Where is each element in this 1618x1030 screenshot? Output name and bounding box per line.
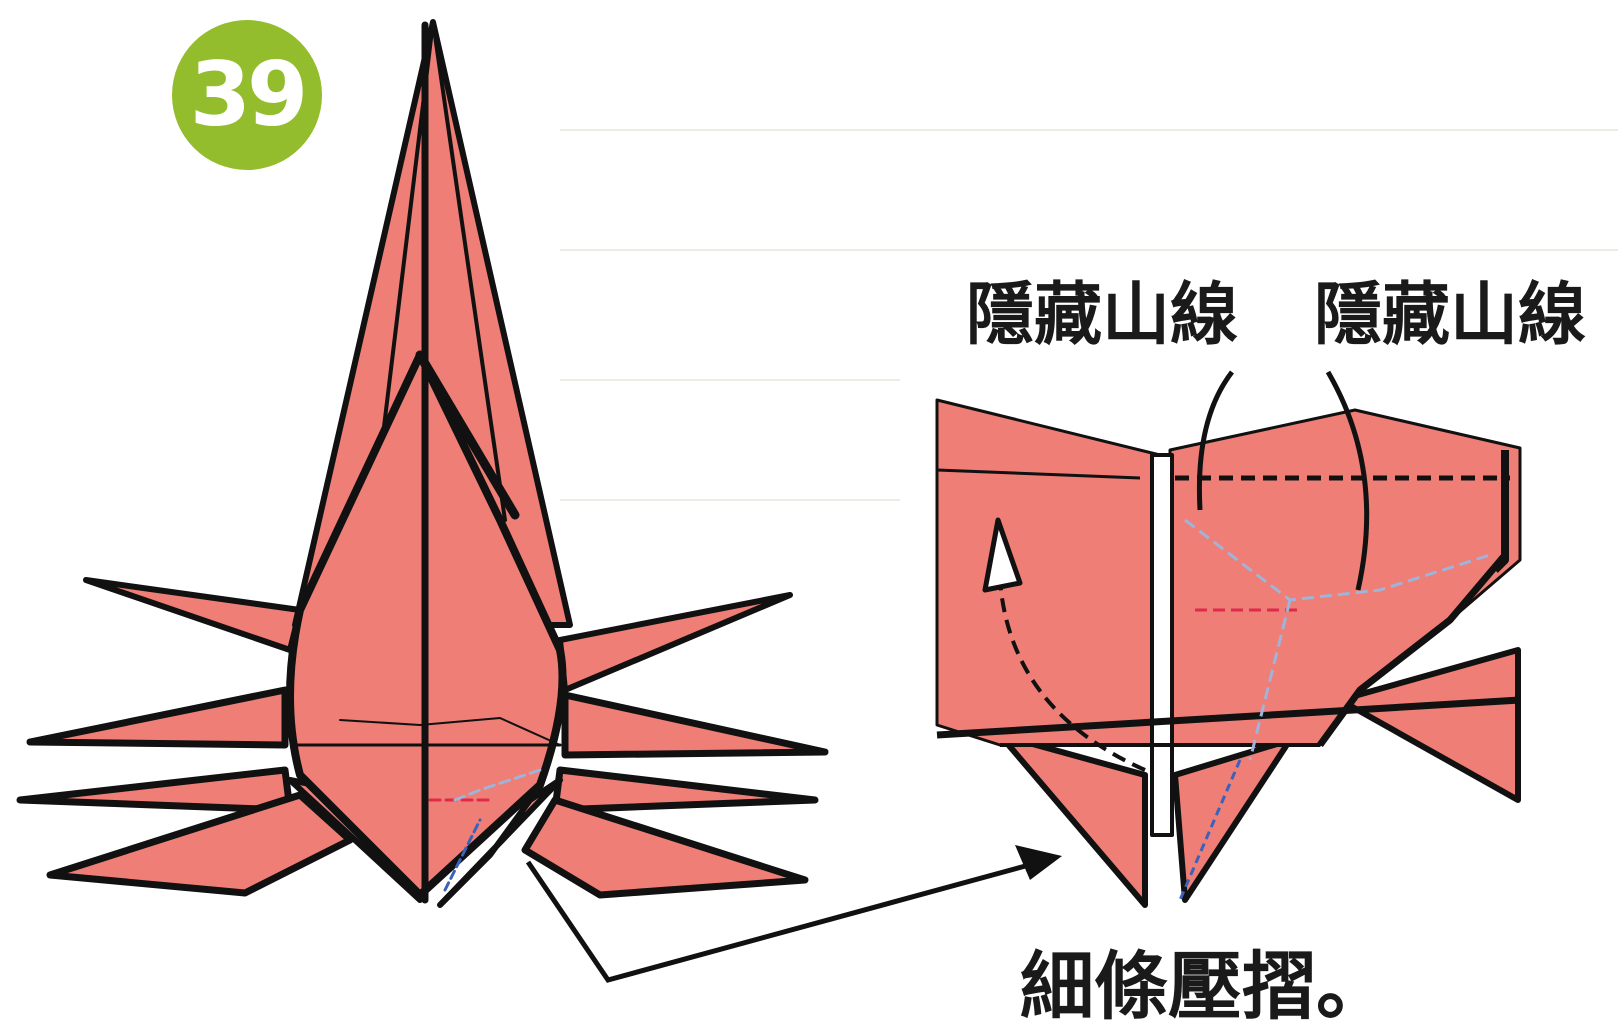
detail-center-strip [1150,453,1174,837]
spike-right-3 [551,766,819,814]
instruction-text: 細條壓摺。 [1020,944,1390,1030]
spike-right-1 [557,592,793,693]
step-number: 39 [189,43,308,146]
detail-tooth-left [997,732,1148,908]
spike-left-4 [46,791,354,897]
bottom-flap-right [437,777,563,908]
detail-tooth-mid [1172,737,1293,903]
detail-tooth-right [1337,647,1521,803]
spike-left-1 [83,577,303,653]
label-hidden-mountain-fold-left: 隱藏山線 [966,276,1239,355]
detail-panel-left [935,398,1162,747]
step-number-badge: 39 [172,20,322,170]
label-hidden-mountain-fold-right: 隱藏山線 [1314,276,1587,355]
pointer-arrow [525,845,1062,983]
detail-view [935,370,1522,908]
spike-left-3 [16,766,294,814]
leader-line-left [1196,370,1234,511]
spike-right-2 [561,691,829,759]
model-left [16,19,829,908]
spike-right-4 [521,796,809,899]
leader-line-right [1325,370,1370,591]
spike-left-2 [26,686,289,749]
